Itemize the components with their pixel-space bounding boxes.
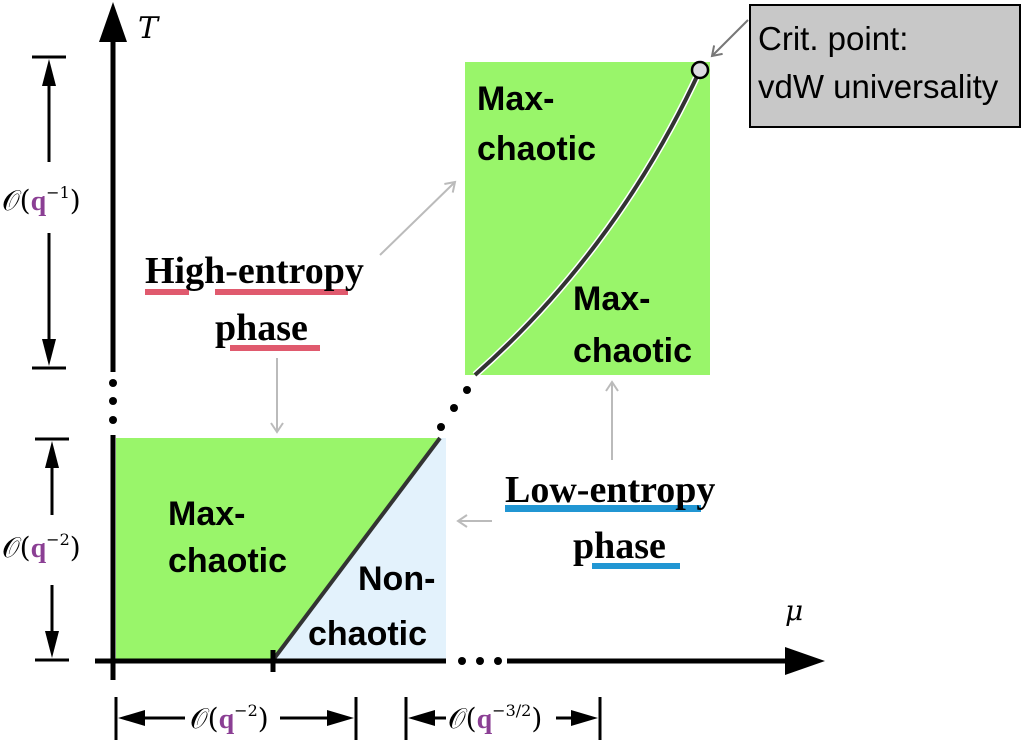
svg-text:Crit. point:: Crit. point: [758,20,908,57]
max-chaotic-area-upper [465,62,710,375]
lower-phase-region [116,436,446,662]
t-axis: T [99,2,160,680]
svg-text:Low-entropy: Low-entropy [505,469,715,511]
label-max-chaotic-upper-right-line1: Max- [573,280,650,318]
svg-text:phase: phase [215,307,308,349]
label-max-chaotic-lower-line2: chaotic [168,542,287,580]
low-entropy-phase-label: Low-entropy phase [456,380,715,569]
region-labels: Max- chaotic Non- chaotic Max- chaotic M… [168,80,692,653]
scale-label-q-minus-1: 𝒪(q−1) [2,183,81,217]
scale-vertical-lower: 𝒪(q−2) [2,437,81,662]
scale-label-q-minus-3-2: 𝒪(q−3/2) [448,701,542,735]
scale-label-q-minus-2-vertical: 𝒪(q−2) [2,530,81,564]
critical-point-marker [690,60,710,80]
critical-point-callout: Crit. point: vdW universality [710,4,1021,128]
arrow-to-upper-region-icon [379,180,457,256]
label-non-chaotic-line1: Non- [358,560,435,598]
lower-phase-boundary [271,436,442,662]
upper-phase-boundary [473,69,702,377]
svg-text:High-entropy: High-entropy [145,250,364,292]
mu-axis-arrowhead-icon [785,647,825,675]
t-axis-arrowhead-icon [99,2,127,42]
label-max-chaotic-lower-line1: Max- [168,495,245,533]
svg-text:phase: phase [573,525,666,567]
t-axis-label: T [138,11,160,46]
mu-axis: μ [95,594,825,675]
mu-axis-label: μ [785,594,803,627]
label-max-chaotic-upper-left-line2: chaotic [477,130,596,168]
scale-vertical-upper: 𝒪(q−1) [2,55,81,370]
label-non-chaotic-line2: chaotic [308,615,427,653]
label-max-chaotic-upper-left-line1: Max- [477,80,554,118]
label-max-chaotic-upper-right-line2: chaotic [573,332,692,370]
arrow-to-critical-point-icon [710,19,749,58]
scale-label-q-minus-2-horizontal: 𝒪(q−2) [190,701,269,735]
scale-horizontal-left: 𝒪(q−2) [114,697,358,740]
max-chaotic-area-lower [116,438,440,660]
dotted-continuation [109,379,502,665]
scale-horizontal-right: 𝒪(q−3/2) [404,697,602,740]
svg-text:vdW universality: vdW universality [758,68,999,105]
high-entropy-phase-label: High-entropy phase [145,180,457,434]
critical-point-box [749,4,1021,128]
upper-phase-region [465,60,710,378]
